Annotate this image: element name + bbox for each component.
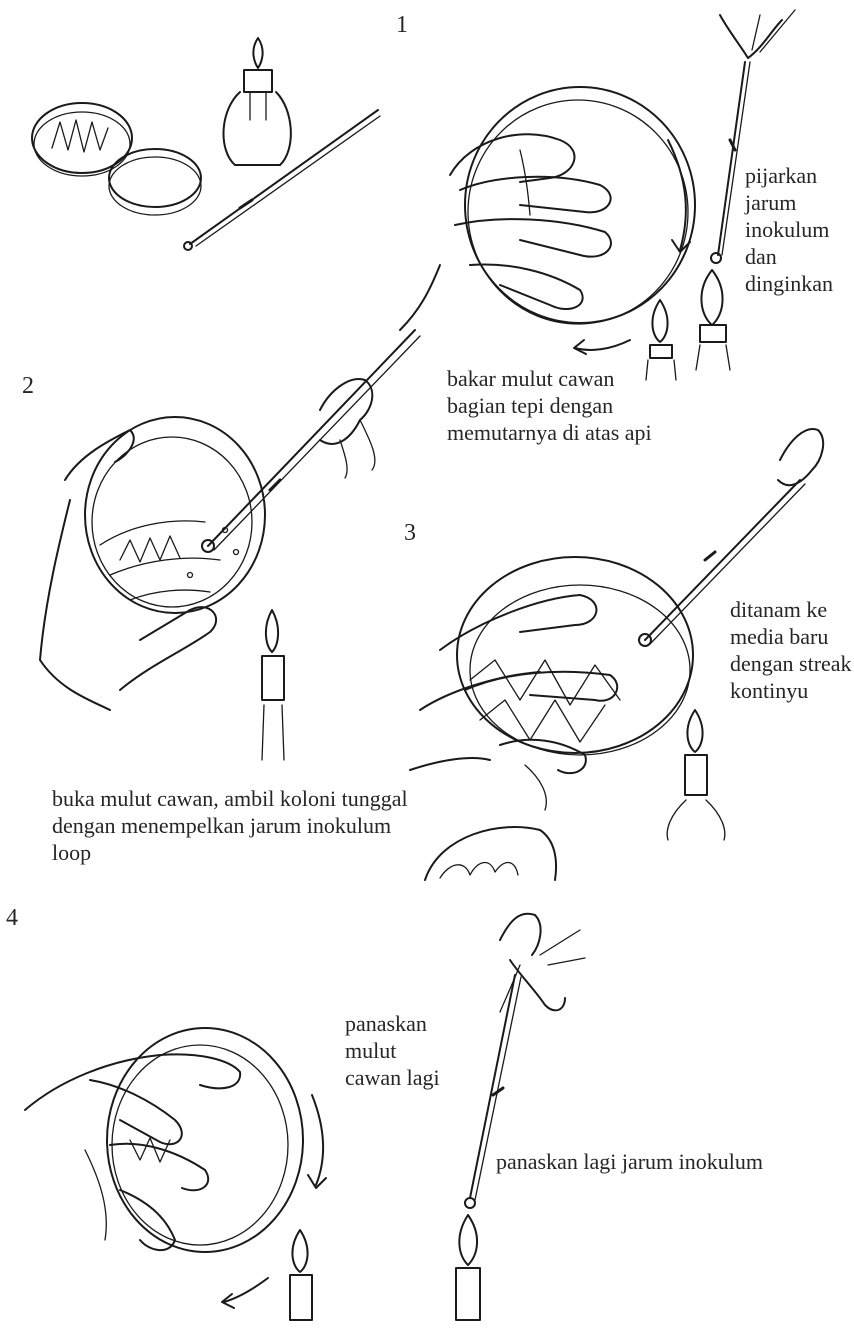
hand-holding-dish-step3 xyxy=(410,557,693,810)
caption-streak: ditanam ke media baru dengan streak kont… xyxy=(730,596,852,704)
bunsen-burner-icon xyxy=(224,38,291,165)
hand-holding-loop-step4 xyxy=(456,914,585,1320)
inoculating-loop-icon xyxy=(184,110,380,250)
step-number-4: 4 xyxy=(6,905,18,932)
petri-dish-partial-icon xyxy=(425,827,556,880)
caption-heat-mouth-again: panaskan mulut cawan lagi xyxy=(345,1010,440,1091)
caption-heat-needle-again: panaskan lagi jarum inokulum xyxy=(496,1148,763,1175)
burner-flame-icon xyxy=(262,610,284,760)
hand-holding-loop-step2 xyxy=(208,330,420,550)
hand-holding-dish-step2 xyxy=(40,417,265,710)
caption-burn-mouth: bakar mulut cawan bagian tepi dengan mem… xyxy=(447,365,652,446)
step-number-1: 1 xyxy=(396,12,408,39)
caption-open-plate: buka mulut cawan, ambil koloni tunggal d… xyxy=(52,785,408,866)
hand-holding-dish-step1 xyxy=(400,87,695,330)
petri-dish-with-colonies-icon xyxy=(32,103,132,176)
burner-flame-icon xyxy=(290,1230,312,1320)
hand-holding-dish-step4 xyxy=(25,1028,303,1252)
burner-flame-icon xyxy=(667,710,725,840)
rotate-arrow-icon xyxy=(222,1095,326,1308)
step-number-3: 3 xyxy=(404,520,416,547)
step-number-2: 2 xyxy=(22,373,34,400)
caption-heat-needle: pijarkan jarum inokulum dan dinginkan xyxy=(745,162,854,297)
